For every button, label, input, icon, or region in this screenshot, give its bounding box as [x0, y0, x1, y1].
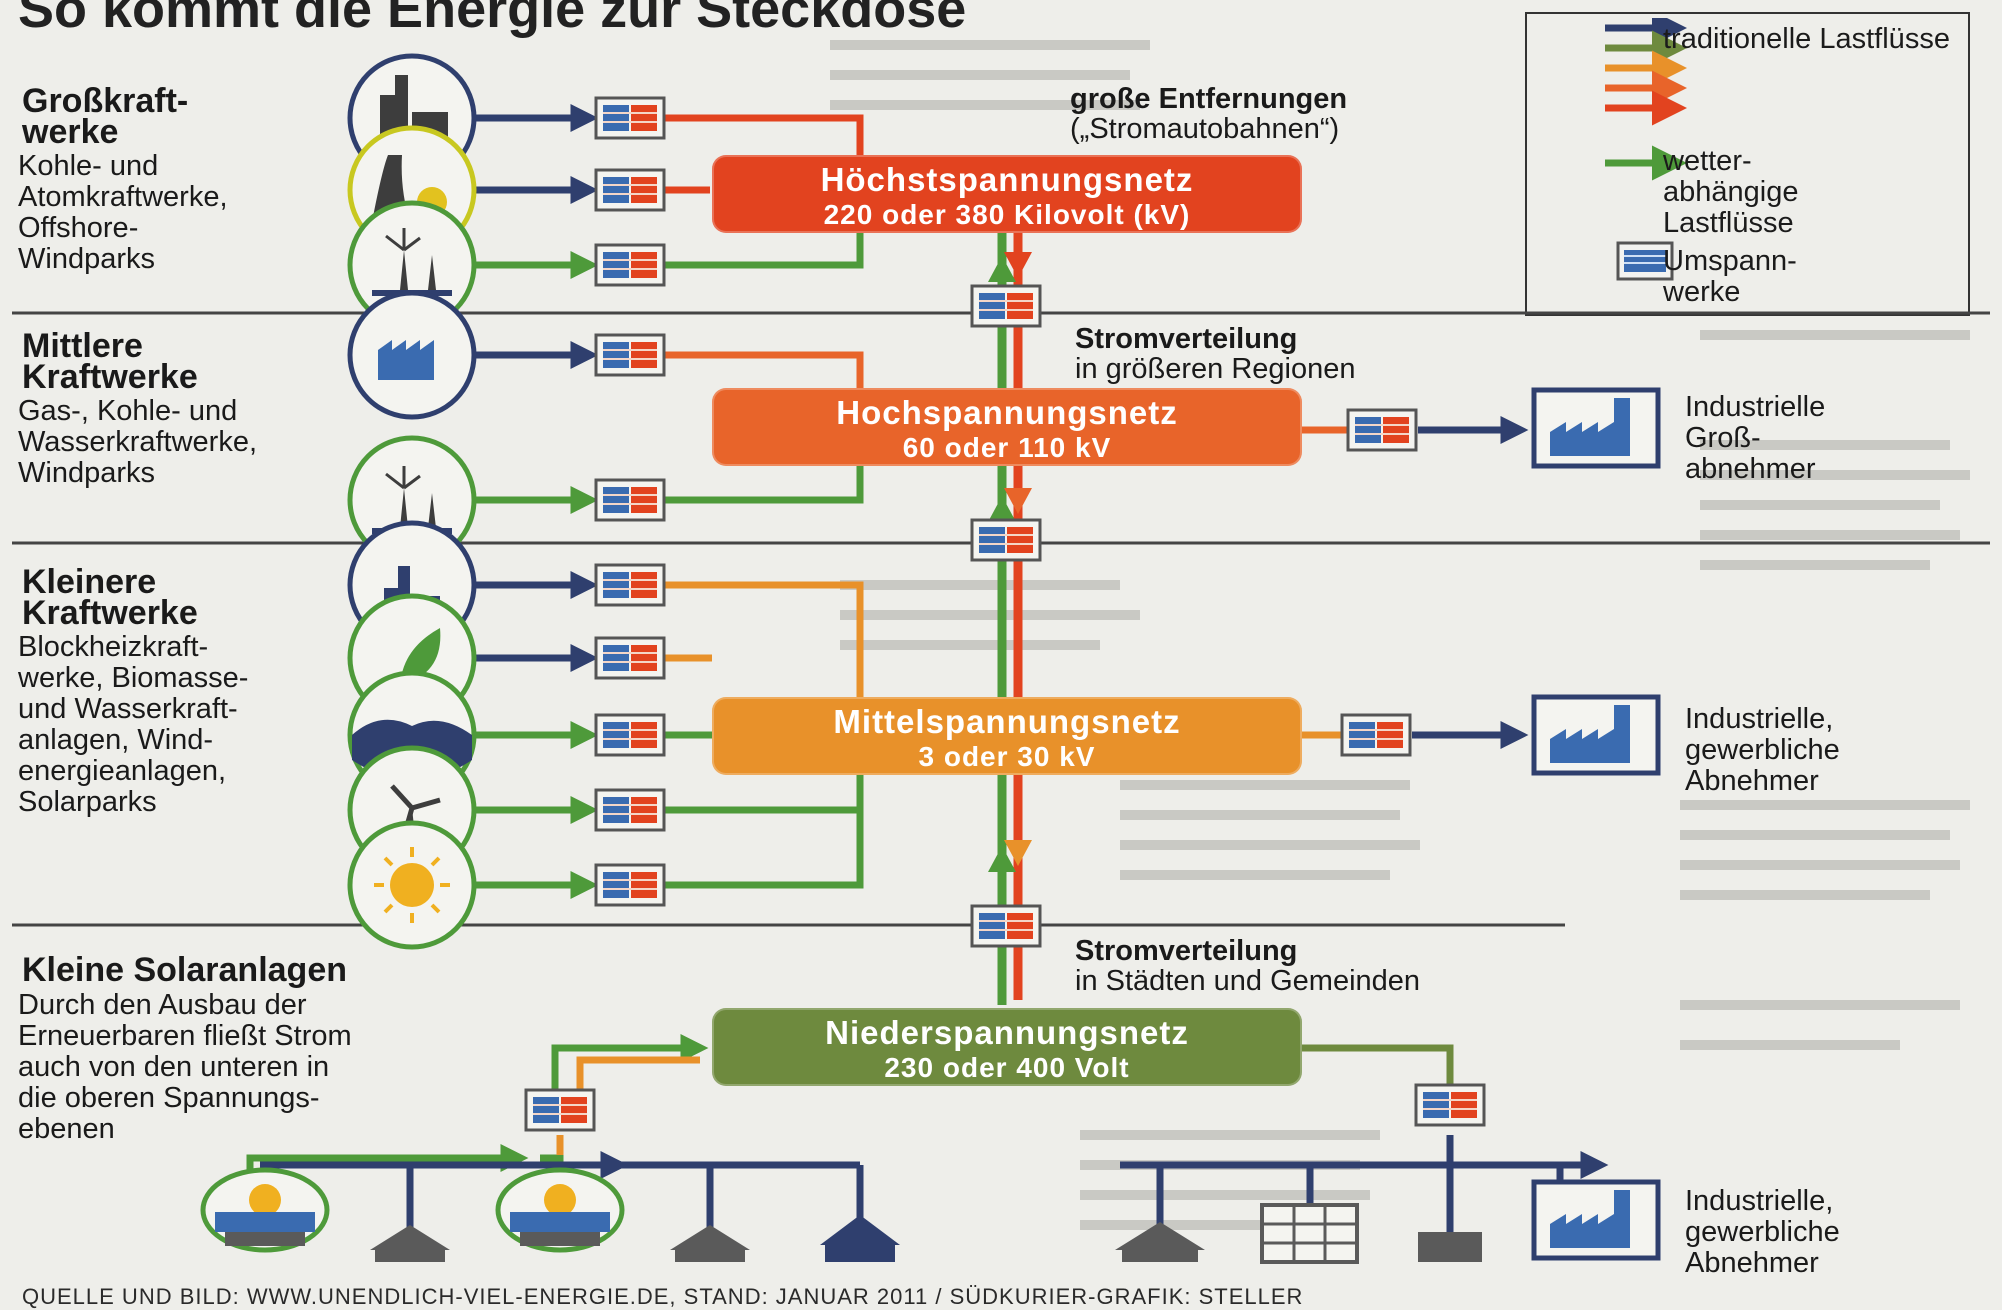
consumer-1-line3: abnehmer [1685, 453, 1816, 485]
legend-substation-icon [1616, 241, 1674, 281]
section-line: energieanlagen, [18, 755, 227, 787]
section-line: Atomkraftwerke, [18, 181, 228, 213]
section-line: Kohle- und [18, 150, 159, 182]
grid-niederspannung: Niederspannungsnetz 230 oder 400 Volt [712, 1008, 1302, 1086]
section-heading: Kraftwerke [22, 358, 198, 396]
substation-icon [594, 333, 666, 377]
row-kleine-solaranlagen [200, 1034, 1658, 1264]
section-heading: werke [22, 113, 119, 151]
note-distance-2: („Stromautobahnen“) [1070, 113, 1340, 145]
grid-hochspannung: Hochspannungsnetz 60 oder 110 kV [712, 388, 1302, 466]
section-line: die oberen Spannungs- [18, 1082, 320, 1114]
house-icon [1115, 1222, 1205, 1262]
house-icon [1418, 1232, 1482, 1262]
consumer-icon [1534, 697, 1658, 773]
section-line: und Wasserkraft- [18, 693, 238, 725]
substation-icon [594, 863, 666, 907]
legend-swatches [1605, 18, 1687, 281]
section-heading: Kleine Solaranlagen [22, 951, 347, 989]
legend [1525, 12, 1970, 316]
grid-name: Mittelspannungsnetz [833, 703, 1181, 740]
solar-icon [495, 1167, 625, 1253]
section-heading: Kleinere [22, 563, 157, 601]
section-heading: Großkraft- [22, 82, 189, 120]
row-kleinere-kraftwerke [347, 520, 1658, 950]
grid-voltage: 60 oder 110 kV [902, 432, 1112, 463]
section-line: Windparks [18, 243, 155, 275]
grid-voltage: 3 oder 30 kV [918, 741, 1096, 772]
legend-substation-label: Umspann- werke [1663, 245, 1797, 308]
grid-voltage: 230 oder 400 Volt [884, 1052, 1130, 1083]
house-icon [820, 1215, 900, 1262]
substation-icon [970, 284, 1042, 328]
substation-icon [1346, 408, 1418, 452]
substation-icon [594, 563, 666, 607]
consumer-2-line2: gewerbliche [1685, 734, 1840, 766]
grid-name: Niederspannungsnetz [825, 1014, 1189, 1051]
legend-traditional-label: traditionelle Lastflüsse [1663, 23, 1950, 55]
consumer-icon [1534, 390, 1658, 466]
page-title: So kommt die Energie zur Steckdose [18, 0, 967, 39]
section-line: werke, Biomasse- [18, 662, 249, 694]
legend-weather-label: wetter- abhängige Lastflüsse [1663, 145, 1799, 239]
grid-voltage: 220 oder 380 Kilovolt (kV) [823, 199, 1191, 230]
substation-icon [1414, 1083, 1486, 1127]
note-regions-1: Stromverteilung [1075, 323, 1298, 355]
note-cities-1: Stromverteilung [1075, 935, 1298, 967]
consumer-icon [1534, 1182, 1658, 1258]
note-cities-2: in Städten und Gemeinden [1075, 965, 1421, 997]
consumer-1-line2: Groß- [1685, 422, 1761, 454]
row-grosskraftwerke [347, 53, 864, 330]
note-regions-2: in größeren Regionen [1075, 353, 1356, 385]
substation-icon [970, 518, 1042, 562]
grid-mittelspannung: Mittelspannungsnetz 3 oder 30 kV [712, 697, 1302, 775]
grid-name: Hochspannungsnetz [836, 394, 1178, 431]
substation-icon [1340, 713, 1412, 757]
consumer-3-line3: Abnehmer [1685, 1247, 1819, 1279]
substation-icon [524, 1088, 596, 1132]
substation-icon [594, 96, 666, 140]
consumer-1-line1: Industrielle [1685, 391, 1826, 423]
house-icon [370, 1225, 450, 1262]
section-heading: Mittlere [22, 327, 143, 365]
source-credit: QUELLE UND BILD: WWW.UNENDLICH-VIEL-ENER… [22, 1284, 1304, 1309]
substation-icon [594, 636, 666, 680]
building-icon [1260, 1203, 1359, 1264]
section-line: Wasserkraftwerke, [18, 426, 258, 458]
substation-icon [594, 713, 666, 757]
consumer-2-line1: Industrielle, [1685, 703, 1834, 735]
solar-icon [200, 1167, 330, 1253]
section-line: auch von den unteren in [18, 1051, 330, 1083]
grid-hoechstspannung: Höchstspannungsnetz 220 oder 380 Kilovol… [712, 155, 1302, 233]
section-line: Erneuerbaren fließt Strom [18, 1020, 352, 1052]
section-line: Blockheizkraft- [18, 631, 209, 663]
note-distance-1: große Entfernungen [1070, 83, 1348, 115]
substation-icon [594, 478, 666, 522]
substation-icon [594, 788, 666, 832]
consumer-3-line1: Industrielle, [1685, 1185, 1834, 1217]
substation-icon [594, 168, 666, 212]
grid-name: Höchstspannungsnetz [820, 161, 1194, 198]
consumer-3-line2: gewerbliche [1685, 1216, 1840, 1248]
section-line: ebenen [18, 1113, 115, 1145]
section-heading: Kraftwerke [22, 594, 198, 632]
section-line: anlagen, Wind- [18, 724, 214, 756]
section-line: Durch den Ausbau der [18, 989, 307, 1021]
section-line: Offshore- [18, 212, 139, 244]
section-line: Gas-, Kohle- und [18, 395, 238, 427]
section-line: Windparks [18, 457, 155, 489]
section-line: Solarparks [18, 786, 157, 818]
substation-icon [594, 243, 666, 287]
house-icon [670, 1225, 750, 1262]
substation-icon [970, 904, 1042, 948]
consumer-2-line3: Abnehmer [1685, 765, 1819, 797]
